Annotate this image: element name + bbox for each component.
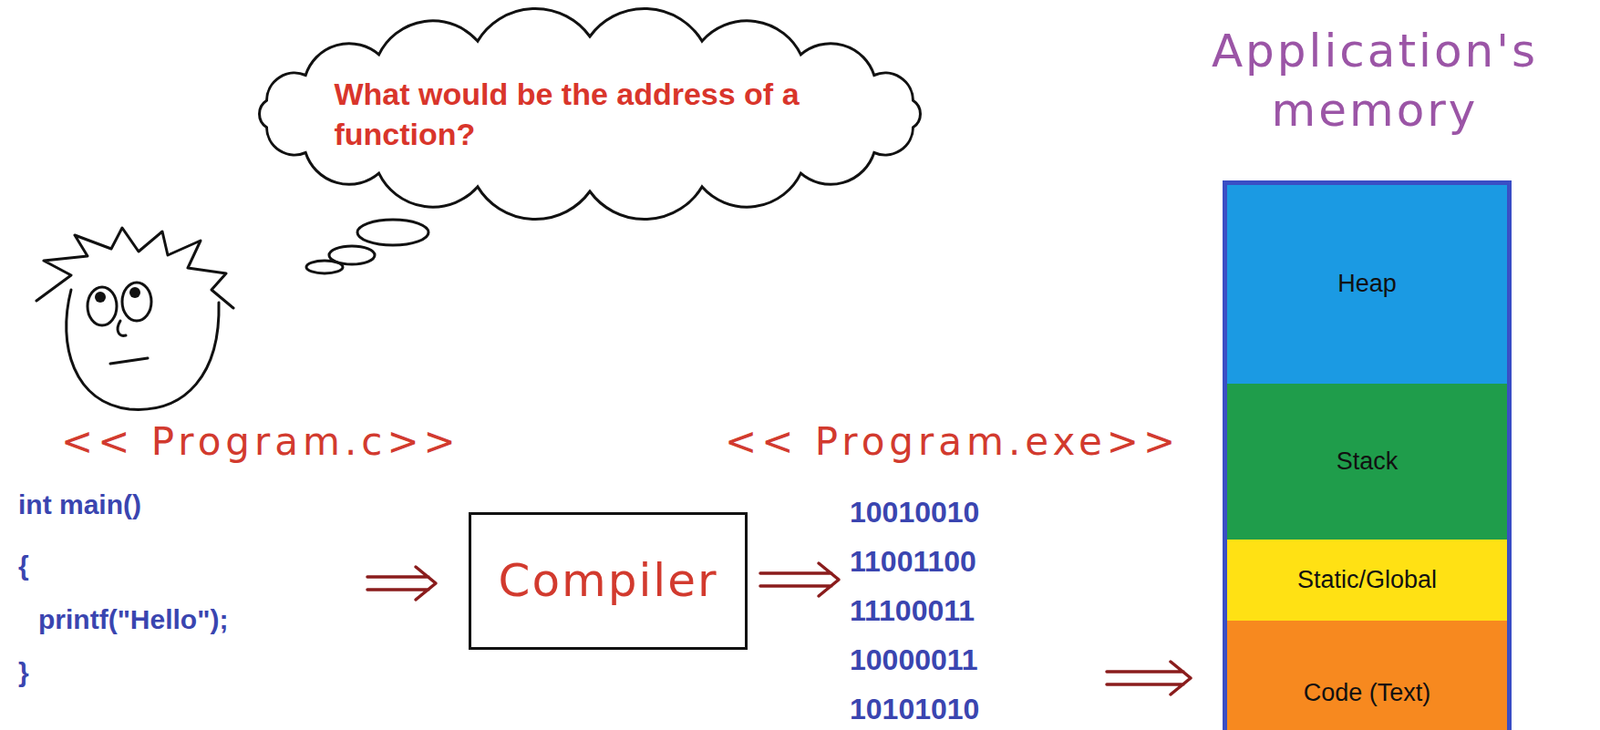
memory-frame: HeapStackStatic/GlobalCode (Text)	[1222, 180, 1512, 730]
double-arrow	[1106, 661, 1191, 695]
binary-code: 10101010	[849, 693, 980, 726]
node-text: Heap	[1337, 268, 1397, 300]
node-text: Compiler	[497, 551, 718, 611]
memory-column: Application's memoryHeapStackStatic/Glob…	[1173, 12, 1577, 730]
static-segment: Static/Global	[1227, 539, 1508, 621]
binary-code: 11001100	[849, 546, 977, 579]
memory-title: Application's memory	[1173, 21, 1577, 141]
cartoon-mouth	[110, 358, 148, 364]
code-line: printf("Hello");	[38, 604, 228, 635]
cartoon-nose	[117, 320, 126, 336]
cartoon-eye	[122, 282, 152, 321]
code-line: int main()	[18, 489, 142, 520]
thought-bubble	[357, 219, 429, 246]
stack-segment: Stack	[1227, 383, 1508, 540]
memory-heading: Application's memory	[1173, 21, 1577, 141]
code-segment: Code (Text)	[1227, 620, 1508, 730]
file-label: << Program.exe>>	[724, 421, 1180, 464]
node-text: Stack	[1336, 445, 1399, 478]
node-text: What would be the address of a function?	[334, 73, 846, 155]
double-arrow	[760, 563, 839, 597]
cartoon-hair	[36, 227, 234, 309]
heap-segment: Heap	[1227, 185, 1508, 384]
code-line: }	[18, 657, 30, 688]
binary-code: 10010010	[849, 496, 980, 529]
cartoon-pupil	[94, 291, 106, 303]
file-label: << Program.c>>	[61, 421, 461, 464]
node-text: Static/Global	[1297, 564, 1437, 597]
compiler-box: Compiler	[468, 512, 748, 651]
cartoon-eye	[87, 287, 117, 326]
double-arrow	[367, 567, 436, 600]
cloud-outline	[225, 0, 955, 228]
thought-cloud: What would be the address of a function?	[225, 0, 955, 228]
node-text: Code (Text)	[1303, 677, 1432, 710]
binary-code: 11100011	[849, 595, 975, 628]
cartoon-pupil	[129, 287, 141, 299]
binary-code: 10000011	[849, 644, 979, 677]
cloud-shape	[258, 8, 920, 219]
code-line: {	[18, 550, 30, 581]
thought-bubble	[306, 260, 343, 274]
cartoon-face	[66, 289, 219, 410]
